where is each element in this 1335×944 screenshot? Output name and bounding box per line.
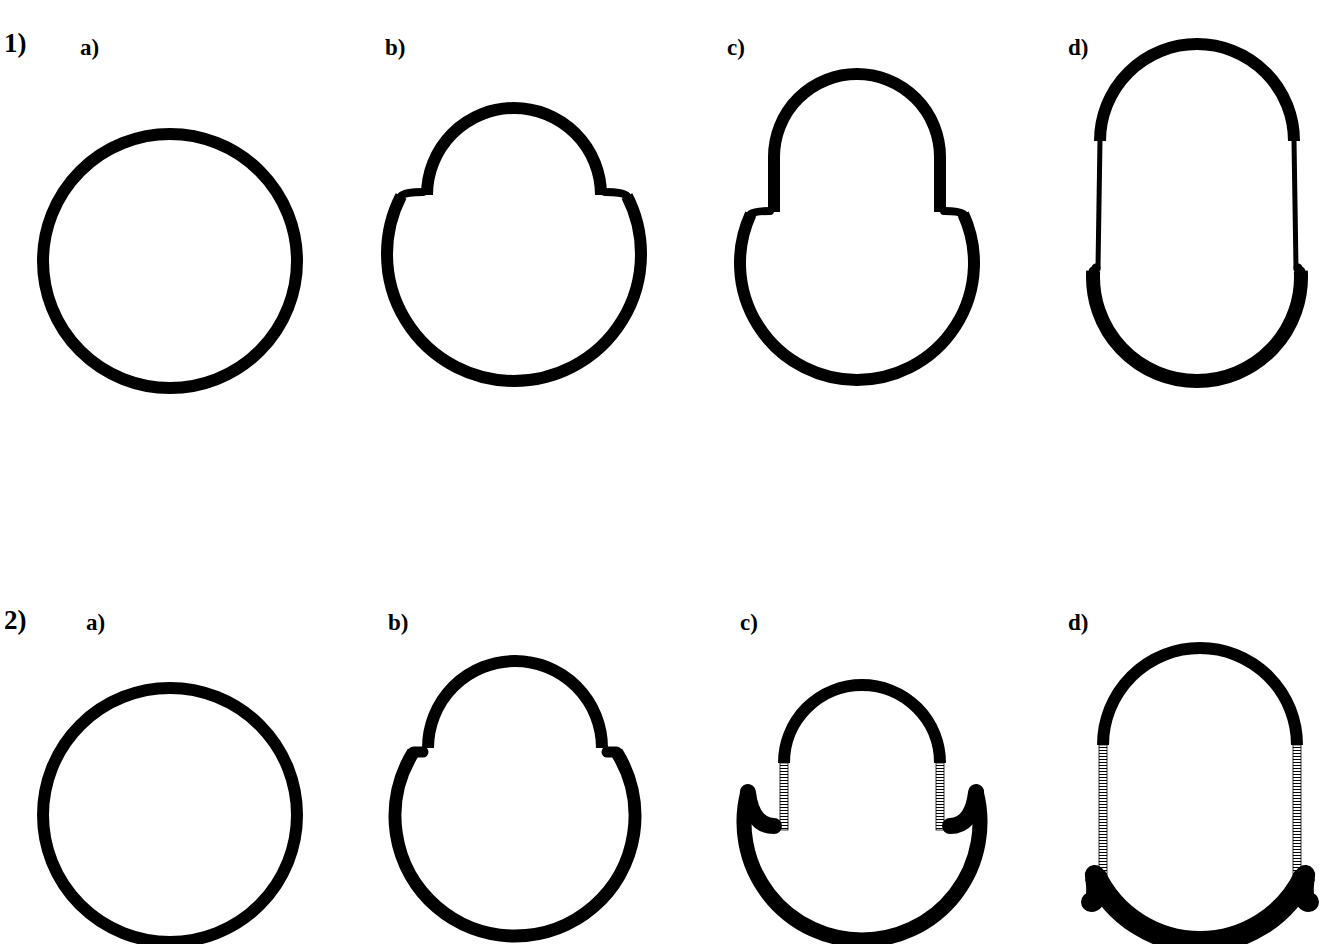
bud-cap bbox=[427, 108, 601, 195]
neck-wall bbox=[934, 156, 946, 212]
bud-cap bbox=[1103, 648, 1297, 745]
panel-label: c) bbox=[727, 36, 745, 59]
vesicle-shoulder bbox=[944, 211, 963, 214]
vesicle-shoulder bbox=[1304, 875, 1309, 902]
vesicle-body bbox=[387, 196, 641, 381]
vesicle-body bbox=[395, 752, 635, 936]
bud-cap bbox=[774, 74, 940, 157]
vesicle-body bbox=[744, 792, 980, 940]
bud-cap bbox=[1100, 44, 1294, 141]
vesicle-shapes bbox=[43, 44, 1309, 942]
neck-wall bbox=[768, 156, 780, 212]
vesicle-shoulder bbox=[748, 792, 774, 826]
vesicle-shoulder bbox=[401, 192, 423, 196]
panel-label: a) bbox=[80, 36, 99, 59]
vesicle-shoulder bbox=[751, 211, 770, 214]
panel-label: c) bbox=[740, 611, 758, 634]
panel-label: 1) bbox=[4, 30, 27, 57]
vesicle-body bbox=[1095, 875, 1305, 942]
neck-wall bbox=[780, 763, 788, 830]
vesicle-shoulder bbox=[950, 792, 976, 826]
vesicle-shoulder bbox=[1298, 268, 1301, 271]
bud-cap bbox=[428, 661, 602, 748]
vesicle-shoulder bbox=[413, 747, 423, 758]
bud-cap bbox=[784, 685, 940, 763]
vesicle-body bbox=[1093, 271, 1301, 381]
vesicle-shoulder bbox=[1091, 875, 1096, 902]
neck-wall bbox=[936, 763, 944, 830]
neck-wall bbox=[1098, 140, 1100, 268]
vesicle-outline bbox=[43, 134, 297, 388]
panel-label: a) bbox=[86, 611, 105, 634]
vesicle-outline bbox=[43, 688, 297, 942]
panel-label: b) bbox=[385, 36, 405, 59]
vesicle-shoulder bbox=[605, 192, 627, 196]
vesicle-body bbox=[740, 214, 974, 380]
vesicle-shoulder bbox=[1093, 268, 1096, 271]
panel-label: b) bbox=[388, 611, 408, 634]
panel-label: d) bbox=[1068, 36, 1088, 59]
panel-label: 2) bbox=[4, 607, 27, 634]
neck-wall bbox=[1294, 140, 1296, 268]
vesicle-shoulder bbox=[607, 747, 617, 758]
panel-label: d) bbox=[1068, 611, 1088, 634]
